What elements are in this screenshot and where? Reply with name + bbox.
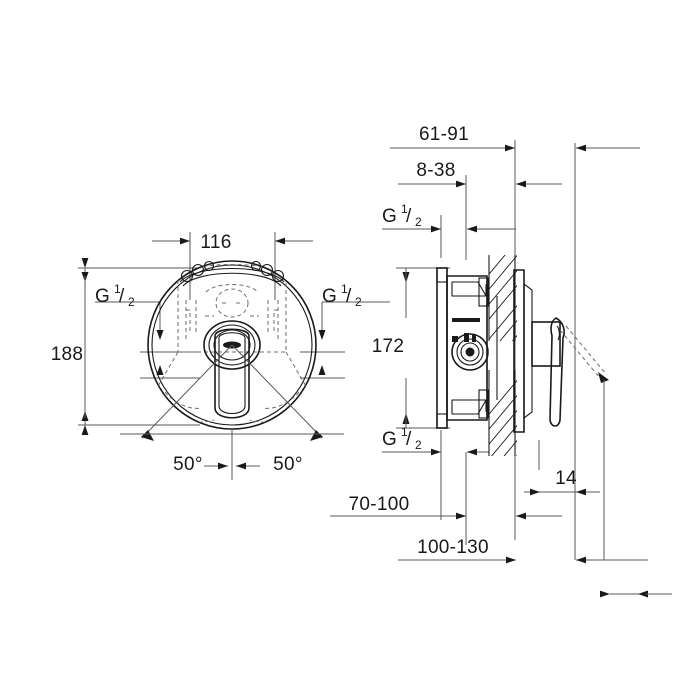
dim-label-g12-right: G 1 / 2 <box>322 282 362 309</box>
dim-label-angle-right: 50° <box>273 454 303 475</box>
hidden-left-box <box>186 309 191 331</box>
bottom-port-collar <box>478 389 489 419</box>
hidden-body-top <box>189 264 275 273</box>
dim-label-116: 116 <box>200 232 231 253</box>
side-view-group: 61-91 8-38 G 1 / 2 172 G 1 / 2 14 70-100… <box>330 124 672 598</box>
arrowhead-g12-left-top <box>156 330 164 340</box>
arrowhead-g12-right-bottom <box>318 365 326 375</box>
hidden-leg-right <box>249 399 315 423</box>
hidden-body-outline <box>177 280 287 353</box>
arrowhead-g12-left-bottom <box>156 365 164 375</box>
g12-left-g: G <box>95 286 110 307</box>
hidden-right-box <box>273 309 278 331</box>
g12-left-denominator: 2 <box>128 295 135 309</box>
angle-leader-right <box>231 344 323 439</box>
hidden-body-sides <box>185 300 279 340</box>
arrowhead-angle-right <box>310 430 323 441</box>
g12-left-numerator: 1 <box>114 282 121 296</box>
hidden-leg-diagonals <box>149 351 315 401</box>
rear-flange <box>436 267 448 429</box>
g12-side-bottom-slash: / <box>406 429 412 450</box>
side-body-geometry <box>436 255 672 598</box>
bottom-port-body <box>451 399 487 415</box>
body-mark-tall <box>464 333 469 342</box>
lever-handle-side <box>549 317 565 427</box>
escutcheon-plate-edge <box>513 269 525 433</box>
g12-side-bottom-denominator: 2 <box>415 438 422 452</box>
lever-handle-detail <box>556 325 560 341</box>
arrowhead-angle-left <box>141 430 154 441</box>
body-mark-small <box>472 335 476 342</box>
cartridge-boss-mid <box>456 338 484 366</box>
g12-right-g: G <box>322 286 337 307</box>
top-port-collar <box>478 277 489 307</box>
g12-side-top-numerator: 1 <box>401 202 408 216</box>
dim-label-14: 14 <box>555 468 577 489</box>
dim-label-angle-left: 50° <box>173 454 203 475</box>
hidden-cartridge-circle <box>215 288 249 318</box>
wall-hatch-bottom <box>489 370 517 456</box>
g12-side-bottom-g: G <box>382 429 397 450</box>
wall-hatch-top <box>489 255 517 341</box>
arrowhead-bottom-far <box>638 590 648 598</box>
mounting-clips <box>179 260 285 287</box>
hidden-lower-left-arc <box>164 391 203 409</box>
body-slot-line <box>452 318 480 322</box>
g12-side-top-denominator: 2 <box>415 215 422 229</box>
arrowhead-g12-right-top <box>318 330 326 340</box>
g12-right-slash: / <box>346 286 352 307</box>
angle-leader-left <box>141 344 233 439</box>
front-view-group: 116 188 G 1 / 2 G 1 / 2 50° 50° <box>51 232 390 480</box>
rear-flange-bottom-cap <box>436 413 448 429</box>
rear-flange-top-cap <box>436 267 448 283</box>
dim-label-8-38: 8-38 <box>416 160 455 181</box>
hidden-port-lines <box>195 300 269 332</box>
escutcheon-plate-bevel <box>523 282 533 420</box>
lever-ghost-arrowhead <box>598 372 609 383</box>
dim-label-188: 188 <box>51 344 84 365</box>
g12-side-bottom-numerator: 1 <box>401 425 408 439</box>
dim-label-70-100: 70-100 <box>349 494 410 515</box>
cartridge-boss-center <box>465 347 475 357</box>
cartridge-boss-outer <box>451 333 489 371</box>
dim-label-g12-left: G 1 / 2 <box>95 282 135 309</box>
dim-label-g12-side-bottom: G 1 / 2 <box>382 425 422 452</box>
cartridge-boss-inner <box>460 342 480 362</box>
g12-side-top-slash: / <box>406 206 412 227</box>
hidden-leg-left <box>149 399 215 423</box>
front-hidden-details <box>149 264 315 423</box>
handle-hub <box>531 321 561 367</box>
top-port-body <box>451 281 487 297</box>
g12-right-numerator: 1 <box>341 282 348 296</box>
body-mark-square <box>452 336 458 342</box>
dim-label-172: 172 <box>372 336 405 357</box>
body-block <box>446 275 488 421</box>
dim-label-61-91: 61-91 <box>419 124 469 145</box>
hidden-lower-right-arc <box>261 391 300 409</box>
g12-right-denominator: 2 <box>355 295 362 309</box>
g12-left-slash: / <box>119 286 125 307</box>
dim-label-g12-side-top: G 1 / 2 <box>382 202 422 229</box>
lever-handle-ghost <box>559 325 607 379</box>
lever-handle-front <box>214 328 250 419</box>
hidden-cartridge-arc <box>205 284 259 293</box>
dim-label-100-130: 100-130 <box>417 537 489 558</box>
g12-side-top-g: G <box>382 206 397 227</box>
